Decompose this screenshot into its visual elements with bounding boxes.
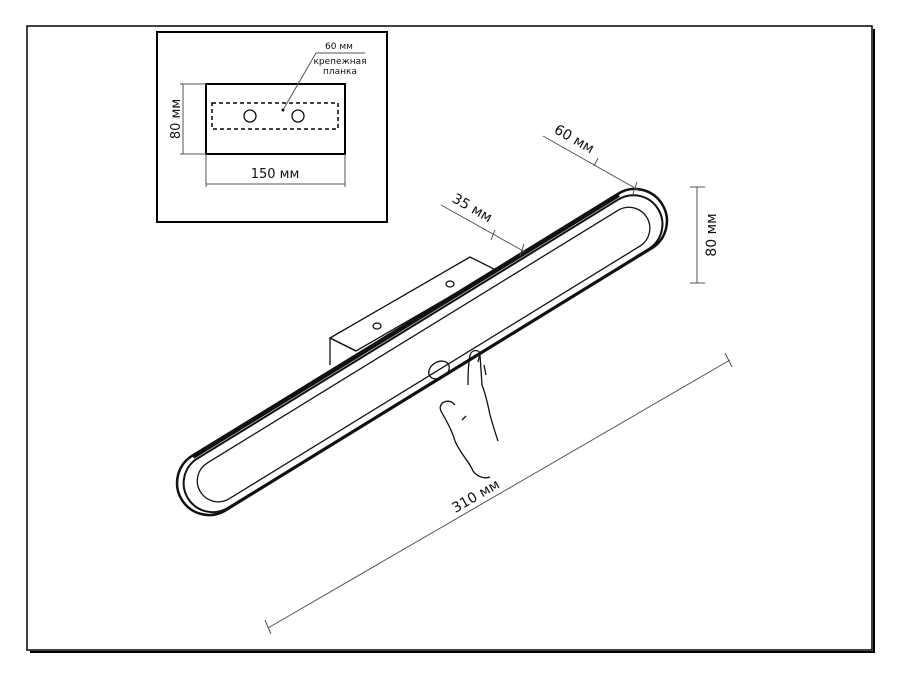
screw-hole [445,280,455,288]
thickness-label: 35 мм [449,191,495,226]
inset-height-label: 80 мм [169,99,184,139]
plate-outline [205,83,346,155]
height-label: 80 мм [704,213,720,256]
inset-width-label: 150 мм [251,167,300,182]
hand-gesture-icon [439,349,499,479]
inset-frame [156,31,388,223]
screw-hole [243,109,257,123]
outer-frame [26,25,873,651]
depth-label: 60 мм [551,122,597,157]
lamp-body [175,187,669,517]
motion-sensor [428,360,450,380]
screw-hole [372,322,382,330]
strip-width-label: 60 мм [325,42,353,52]
mounting-plate-inset: 60 мм крепежная планка 80 мм 150 мм [156,31,388,223]
dimension-height: 80 мм [690,186,720,284]
mount-strip [211,102,339,130]
mount-label-2: планка [323,67,357,77]
screw-hole [291,109,305,123]
leader-line [282,52,317,111]
mount-label: крепежная [313,57,366,67]
dimension-thickness: 35 мм [440,191,526,257]
dimension-depth: 60 мм [542,122,641,195]
